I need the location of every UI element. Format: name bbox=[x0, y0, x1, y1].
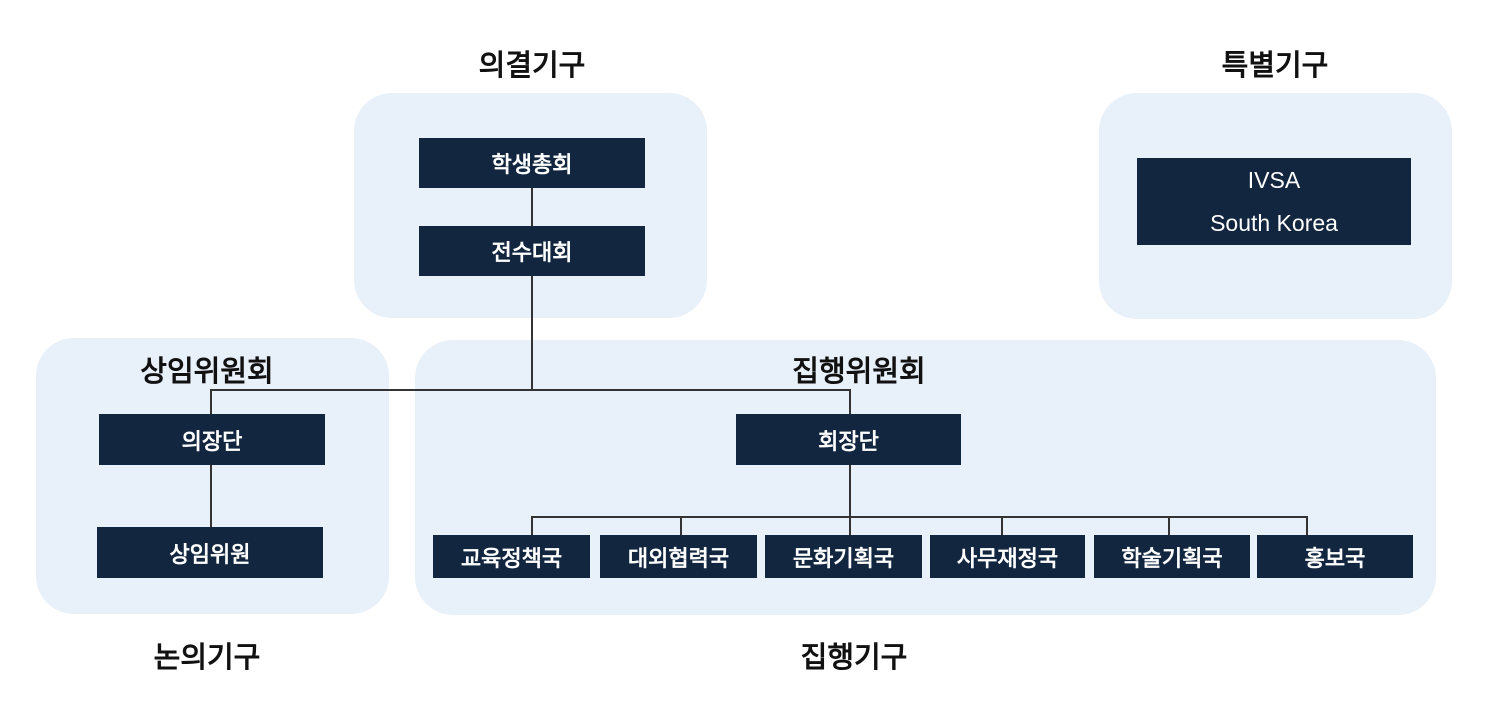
standing-caption: 논의기구 bbox=[153, 640, 261, 674]
department-box: 교육정책국 bbox=[433, 535, 590, 578]
decision-panel bbox=[354, 93, 707, 318]
department-box: 학술기획국 bbox=[1094, 535, 1250, 578]
ivsa-box: IVSA South Korea bbox=[1137, 158, 1411, 245]
department-box: 사무재정국 bbox=[930, 535, 1085, 578]
department-box: 홍보국 bbox=[1257, 535, 1413, 578]
representative-council-box: 전수대회 bbox=[419, 226, 645, 276]
ivsa-line-1: IVSA bbox=[1247, 166, 1301, 193]
special-group-title: 특별기구 bbox=[1221, 48, 1329, 82]
department-box: 대외협력국 bbox=[600, 535, 757, 578]
president-box: 회장단 bbox=[736, 414, 961, 465]
standing-member-box: 상임위원 bbox=[97, 527, 323, 578]
ivsa-line-2: South Korea bbox=[1210, 209, 1338, 236]
standing-panel-title: 상임위원회 bbox=[140, 354, 274, 388]
department-box: 문화기획국 bbox=[765, 535, 922, 578]
executive-panel-title: 집행위원회 bbox=[792, 354, 926, 388]
student-assembly-box: 학생총회 bbox=[419, 138, 645, 188]
decision-group-title: 의결기구 bbox=[478, 48, 586, 82]
chair-box: 의장단 bbox=[99, 414, 325, 465]
executive-caption: 집행기구 bbox=[800, 640, 908, 674]
